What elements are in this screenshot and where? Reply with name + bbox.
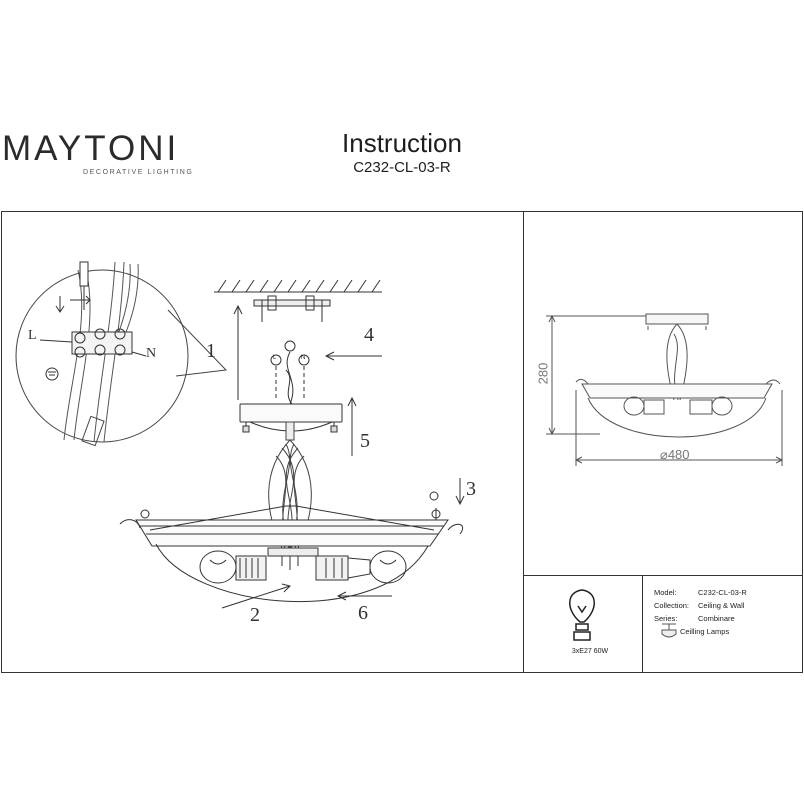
type-value: Ceilling Lamps: [680, 627, 730, 636]
ceiling: [214, 279, 382, 400]
series-value: Combinare: [698, 614, 735, 623]
brand-tagline: DECORATIVE LIGHTING: [83, 169, 194, 176]
glass-dish: [119, 478, 465, 603]
step-6-label: 6: [358, 602, 368, 624]
brand-logo: MAYTONI DECORATIVE LIGHTING: [2, 129, 192, 177]
wiring-detail: [15, 261, 228, 447]
collection-label: Collection:: [654, 601, 690, 610]
diameter-dimension: ⌀480: [660, 447, 690, 462]
ceiling-lamp-icon: [661, 623, 677, 638]
step-4-label: 4: [364, 324, 374, 346]
node-l-label: L: [273, 355, 277, 361]
step-3-label: 3: [466, 478, 476, 500]
step-2-label: 2: [250, 604, 260, 626]
neutral-wire-label: N: [146, 346, 157, 361]
brand-name: MAYTONI: [2, 129, 180, 168]
dimension-drawing: [546, 313, 784, 466]
step-1-label: 1: [206, 340, 216, 362]
frame-divider-spec: [642, 575, 643, 673]
bulbs: [199, 550, 407, 609]
height-dimension: 280: [535, 362, 551, 385]
live-wire-label: L: [28, 328, 37, 343]
model-number: C232-CL-03-R: [353, 159, 451, 176]
frame-divider: [523, 211, 524, 673]
diagram-frame: [1, 211, 803, 673]
canopy: [239, 396, 357, 456]
model-value: C232-CL-03-R: [698, 588, 747, 597]
series-label: Series:: [654, 614, 678, 623]
page-title: Instruction: [342, 128, 462, 158]
step-5-label: 5: [360, 430, 370, 452]
model-label: Model:: [654, 588, 677, 597]
bulb-icon: [569, 589, 595, 641]
frame-divider-horizontal: [523, 575, 803, 576]
node-n-label: N: [301, 355, 306, 361]
supply-wires: [270, 340, 382, 405]
bulb-spec: 3xE27 60W: [571, 648, 609, 655]
collection-value: Ceiling & Wall: [698, 601, 745, 610]
